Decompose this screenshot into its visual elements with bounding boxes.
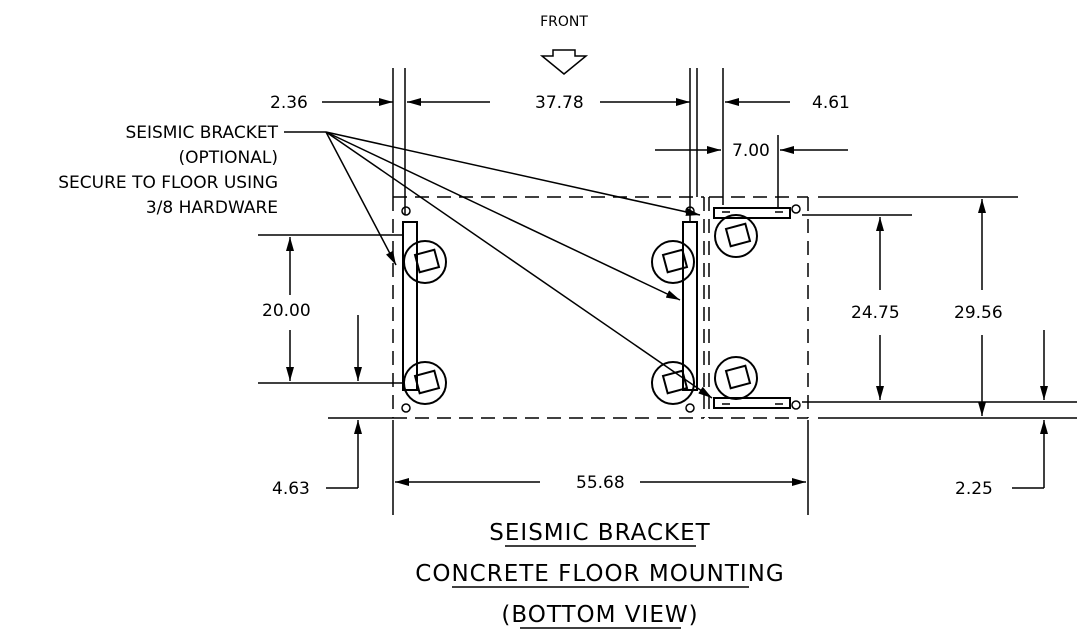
front-label: FRONT bbox=[540, 14, 588, 30]
left-seismic-bracket bbox=[401, 206, 418, 413]
caster-icon bbox=[651, 240, 695, 284]
title-line-2: CONCRETE FLOOR MOUNTING bbox=[415, 561, 784, 587]
callout-line-4: 3/8 HARDWARE bbox=[146, 198, 278, 218]
extension-lines bbox=[258, 68, 1077, 515]
dim-left-offset: 2.36 bbox=[270, 93, 308, 113]
caster-icon bbox=[714, 356, 758, 400]
dim-right-offset: 4.61 bbox=[812, 93, 850, 113]
caster-icon bbox=[403, 361, 447, 405]
title-line-3: (BOTTOM VIEW) bbox=[501, 602, 698, 628]
right-cabinet-outline bbox=[708, 196, 809, 419]
dim-overall-width: 55.68 bbox=[576, 473, 625, 493]
front-arrow-icon bbox=[539, 49, 589, 75]
dim-left-height: 20.00 bbox=[262, 301, 311, 321]
caster-icon bbox=[403, 240, 447, 284]
callout-leaders bbox=[284, 131, 713, 399]
dim-center-width: 37.78 bbox=[535, 93, 584, 113]
right-top-bracket bbox=[713, 204, 801, 219]
dim-bracket-width: 7.00 bbox=[732, 141, 770, 161]
dim-bottom-right: 2.25 bbox=[955, 479, 993, 499]
right-bottom-bracket bbox=[713, 397, 801, 410]
dim-overall-height: 29.56 bbox=[954, 303, 1003, 323]
title-line-1: SEISMIC BRACKET bbox=[489, 520, 710, 546]
caster-icon bbox=[714, 214, 758, 258]
callout-line-1: SEISMIC BRACKET bbox=[125, 123, 278, 143]
caster-icon bbox=[651, 361, 695, 405]
left-cabinet-outline bbox=[392, 196, 705, 419]
callout-line-2: (OPTIONAL) bbox=[179, 148, 279, 168]
dim-inner-height: 24.75 bbox=[851, 303, 900, 323]
dim-bottom-left: 4.63 bbox=[272, 479, 310, 499]
callout-line-3: SECURE TO FLOOR USING bbox=[58, 173, 278, 193]
